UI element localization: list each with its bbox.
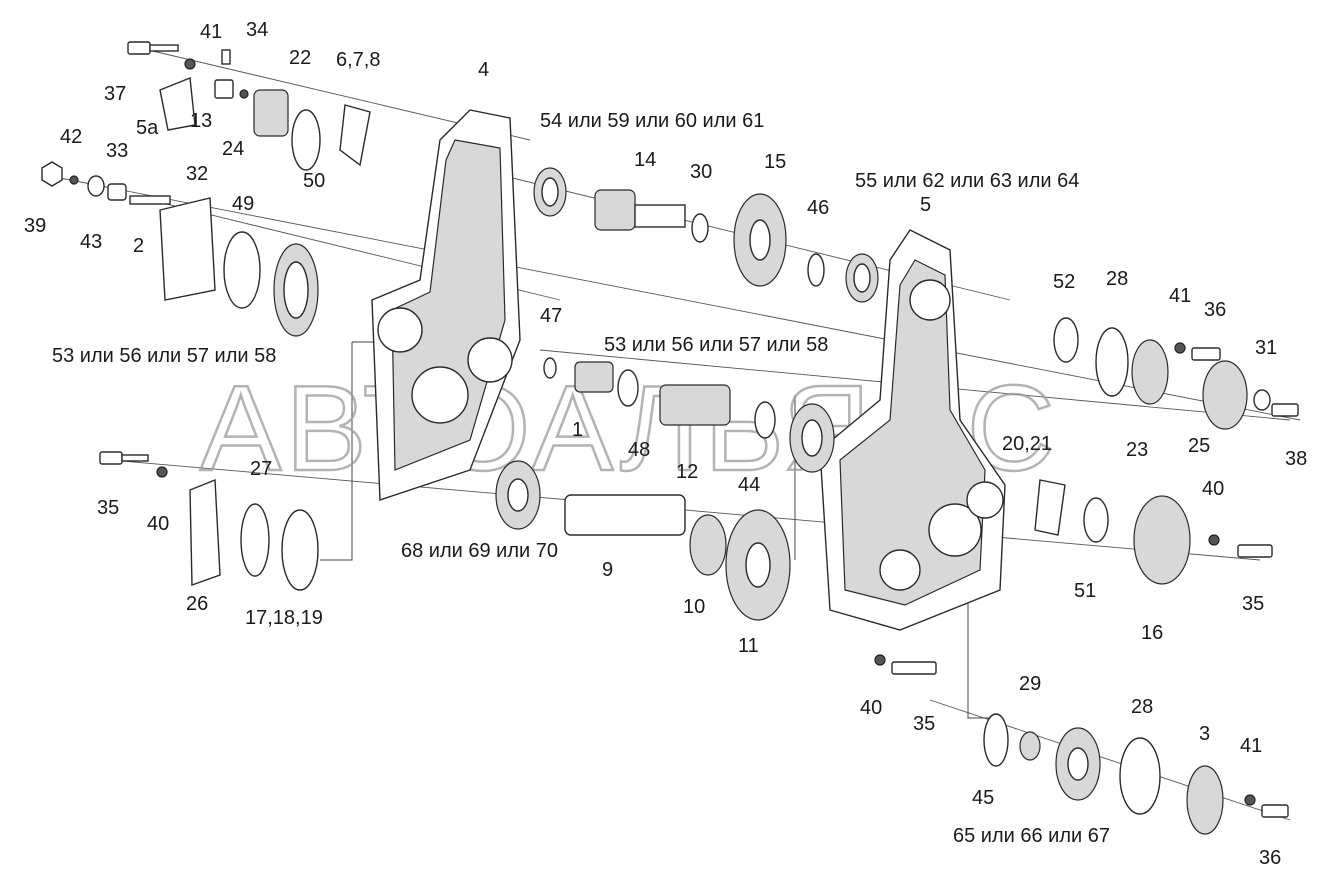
- label-35-bottom: 35: [913, 713, 935, 735]
- label-41-bottom: 41: [1240, 735, 1262, 757]
- label-41: 41: [200, 21, 222, 43]
- label-37: 37: [104, 83, 126, 105]
- label-44: 44: [738, 474, 760, 496]
- label-41-right: 41: [1169, 285, 1191, 307]
- label-5a: 5а: [136, 117, 159, 139]
- housing-5: [819, 229, 1006, 631]
- label-17-18-19: 17,18,19: [245, 607, 323, 629]
- label-22: 22: [289, 47, 311, 69]
- label-11: 11: [738, 635, 759, 657]
- label-20-21: 20,21: [1002, 433, 1052, 455]
- label-36-bottom: 36: [1259, 847, 1281, 869]
- label-1: 1: [572, 419, 583, 441]
- small-parts-right: [874, 317, 1299, 675]
- label-54-59-60-61: 54 или 59 или 60 или 61: [540, 110, 764, 132]
- label-23: 23: [1126, 439, 1148, 461]
- label-40-bottom: 40: [860, 697, 882, 719]
- housing-cover-4: [371, 109, 521, 501]
- label-47: 47: [540, 305, 562, 327]
- label-53-56-57-58-left: 53 или 56 или 57 или 58: [52, 345, 276, 367]
- label-28-bottom: 28: [1131, 696, 1153, 718]
- label-3: 3: [1199, 723, 1210, 745]
- lower-shaft-group: [495, 460, 791, 621]
- label-65-66-67: 65 или 66 или 67: [953, 825, 1110, 847]
- label-26: 26: [186, 593, 208, 615]
- label-10: 10: [683, 596, 705, 618]
- label-31: 31: [1255, 337, 1277, 359]
- small-parts-top: [127, 41, 371, 171]
- label-13: 13: [190, 110, 212, 132]
- label-14: 14: [634, 149, 656, 171]
- label-38: 38: [1285, 448, 1307, 470]
- label-55-62-63-64: 55 или 62 или 63 или 64: [855, 170, 1079, 192]
- label-5: 5: [920, 194, 931, 216]
- small-parts-left-lower: [99, 451, 319, 591]
- label-45: 45: [972, 787, 994, 809]
- label-16: 16: [1141, 622, 1163, 644]
- label-68-69-70: 68 или 69 или 70: [401, 540, 558, 562]
- callout-labels: 41 34 22 6,7,8 4 37 5а 13 24 54 или 59 и…: [24, 19, 1307, 869]
- label-12: 12: [676, 461, 698, 483]
- label-34: 34: [246, 19, 268, 41]
- label-53-56-57-58-right: 53 или 56 или 57 или 58: [604, 334, 828, 356]
- label-42: 42: [60, 126, 82, 148]
- label-43: 43: [80, 231, 102, 253]
- label-27: 27: [250, 458, 272, 480]
- label-2: 2: [133, 235, 144, 257]
- label-49: 49: [232, 193, 254, 215]
- label-39: 39: [24, 215, 46, 237]
- label-33: 33: [106, 140, 128, 162]
- label-15: 15: [764, 151, 786, 173]
- label-29: 29: [1019, 673, 1041, 695]
- small-parts-bottom-right: [983, 713, 1289, 835]
- label-28-top: 28: [1106, 268, 1128, 290]
- label-40-right: 40: [1202, 478, 1224, 500]
- label-51: 51: [1074, 580, 1096, 602]
- label-9: 9: [602, 559, 613, 581]
- label-30: 30: [690, 161, 712, 183]
- label-50: 50: [303, 170, 325, 192]
- upper-shaft-group: [533, 167, 879, 303]
- label-32: 32: [186, 163, 208, 185]
- label-35-left: 35: [97, 497, 119, 519]
- middle-shaft-group: [543, 357, 835, 473]
- label-46: 46: [807, 197, 829, 219]
- label-24: 24: [222, 138, 244, 160]
- label-35-right: 35: [1242, 593, 1264, 615]
- label-52: 52: [1053, 271, 1075, 293]
- small-parts-left: [41, 161, 319, 337]
- label-40-left: 40: [147, 513, 169, 535]
- label-36-top: 36: [1204, 299, 1226, 321]
- label-4: 4: [478, 59, 489, 81]
- label-48: 48: [628, 439, 650, 461]
- label-6-7-8: 6,7,8: [336, 49, 380, 71]
- label-25: 25: [1188, 435, 1210, 457]
